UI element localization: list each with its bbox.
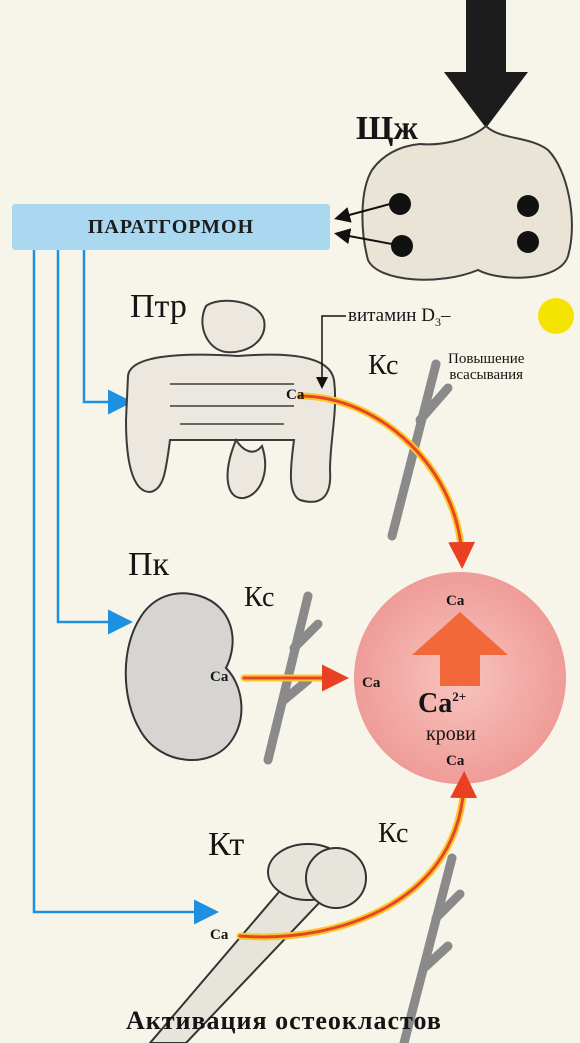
calcium-label-pool-bottom: Ca xyxy=(446,754,464,769)
vitamin-d3-dot xyxy=(538,298,574,334)
calcium-label-kidney: Ca xyxy=(210,670,228,685)
vitamin-dash: – xyxy=(441,305,451,326)
parathormone-label: ПАРАТГОРМОН xyxy=(88,216,254,239)
calcium-label-intestine: Ca xyxy=(286,388,304,403)
absorption-note-line2: всасывания xyxy=(448,368,524,384)
vitamin-d3-label: витамин D3– xyxy=(348,306,450,328)
thyroid-label: Щж xyxy=(356,112,418,146)
parathyroid-gland xyxy=(389,193,411,215)
vessel-label-kidney: Кс xyxy=(244,584,274,612)
vitamin-name: витамин D xyxy=(348,305,435,326)
calcium-label-bone: Ca xyxy=(210,928,228,943)
calcium-label-pool-top: Ca xyxy=(446,594,464,609)
absorption-note: Повышение всасывания xyxy=(448,352,524,384)
pathway-to-bone xyxy=(34,250,214,912)
parathormone-box: ПАРАТГОРМОН xyxy=(12,204,330,250)
hormone-pathways xyxy=(34,250,214,912)
bone-label: Кт xyxy=(208,828,244,862)
caption: Активация остеокластов xyxy=(126,1008,442,1034)
blood-calcium-symbol: Ca xyxy=(418,688,452,719)
blood-calcium-charge: 2+ xyxy=(452,689,466,704)
vessel-label-bone: Кс xyxy=(378,820,408,848)
thyroid-gland xyxy=(362,126,571,280)
intestine-label: Птр xyxy=(130,290,187,324)
blood-label: крови xyxy=(426,724,476,744)
parathyroid-gland xyxy=(517,231,539,253)
stimulus-arrow xyxy=(444,0,528,128)
pathway-to-intestine xyxy=(84,250,128,402)
absorption-note-line1: Повышение xyxy=(448,352,524,368)
parathyroid-gland xyxy=(517,195,539,217)
calcium-label-pool-left: Ca xyxy=(362,676,380,691)
vessel-label-intestine: Кс xyxy=(368,352,398,380)
blood-calcium-ion: Ca2+ xyxy=(418,690,466,718)
kidney-label: Пк xyxy=(128,548,169,582)
parathyroid-gland xyxy=(391,235,413,257)
pathway-to-kidney xyxy=(58,250,128,622)
